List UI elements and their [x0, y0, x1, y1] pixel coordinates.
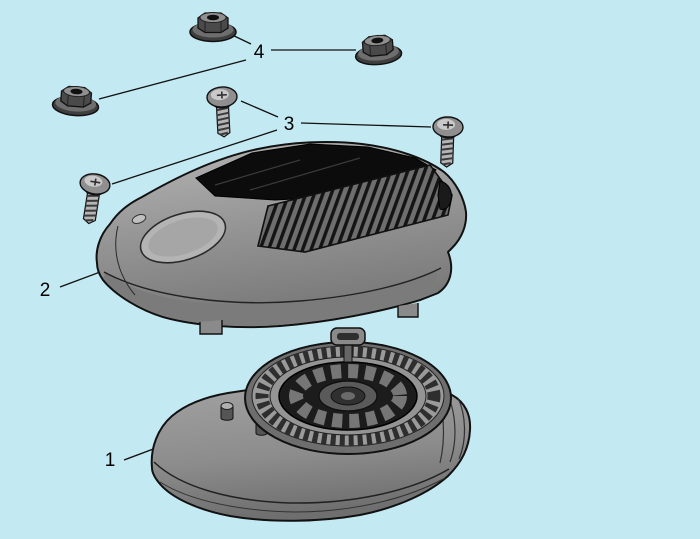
fan-assembly — [244, 341, 452, 455]
callout-label-1: 1 — [105, 450, 116, 471]
cover-tab-right — [397, 303, 419, 318]
callout-label-3: 3 — [284, 114, 295, 135]
leader-4-to-left-nut — [98, 59, 247, 100]
screw-middle — [205, 85, 241, 139]
cover-skirt — [103, 270, 438, 327]
cover-seam-line — [103, 267, 442, 304]
fan-blades — [289, 364, 407, 428]
leader-lines — [59, 32, 432, 461]
pull-handle — [330, 327, 366, 363]
callout-label-2: 2 — [40, 280, 51, 301]
intake-panel-highlight — [214, 157, 361, 191]
base-lower-line — [159, 477, 446, 513]
base-stud-1 — [220, 402, 234, 421]
cover-right-hook — [437, 180, 452, 210]
screw-right — [430, 115, 465, 169]
base-fan-assembly — [150, 327, 472, 522]
top-cover-shroud — [95, 140, 468, 335]
cover-left-crease — [115, 225, 136, 296]
flange-nut-left — [51, 84, 101, 118]
base-parting-line — [153, 461, 450, 504]
leader-3-to-left-screw — [111, 129, 278, 185]
cover-small-boss — [131, 214, 147, 224]
leader-3-to-right-screw — [300, 122, 432, 128]
cover-tab-left — [199, 320, 223, 335]
fan-hub-cap — [341, 392, 355, 400]
fan-teeth-ring — [255, 345, 441, 447]
callout-label-4: 4 — [254, 42, 265, 63]
leader-3-to-mid-screw — [240, 100, 279, 118]
flange-nut-right — [353, 32, 404, 68]
screw-left — [72, 170, 113, 227]
flange-nut-top — [189, 11, 237, 43]
cover-recess-inner — [148, 217, 218, 257]
